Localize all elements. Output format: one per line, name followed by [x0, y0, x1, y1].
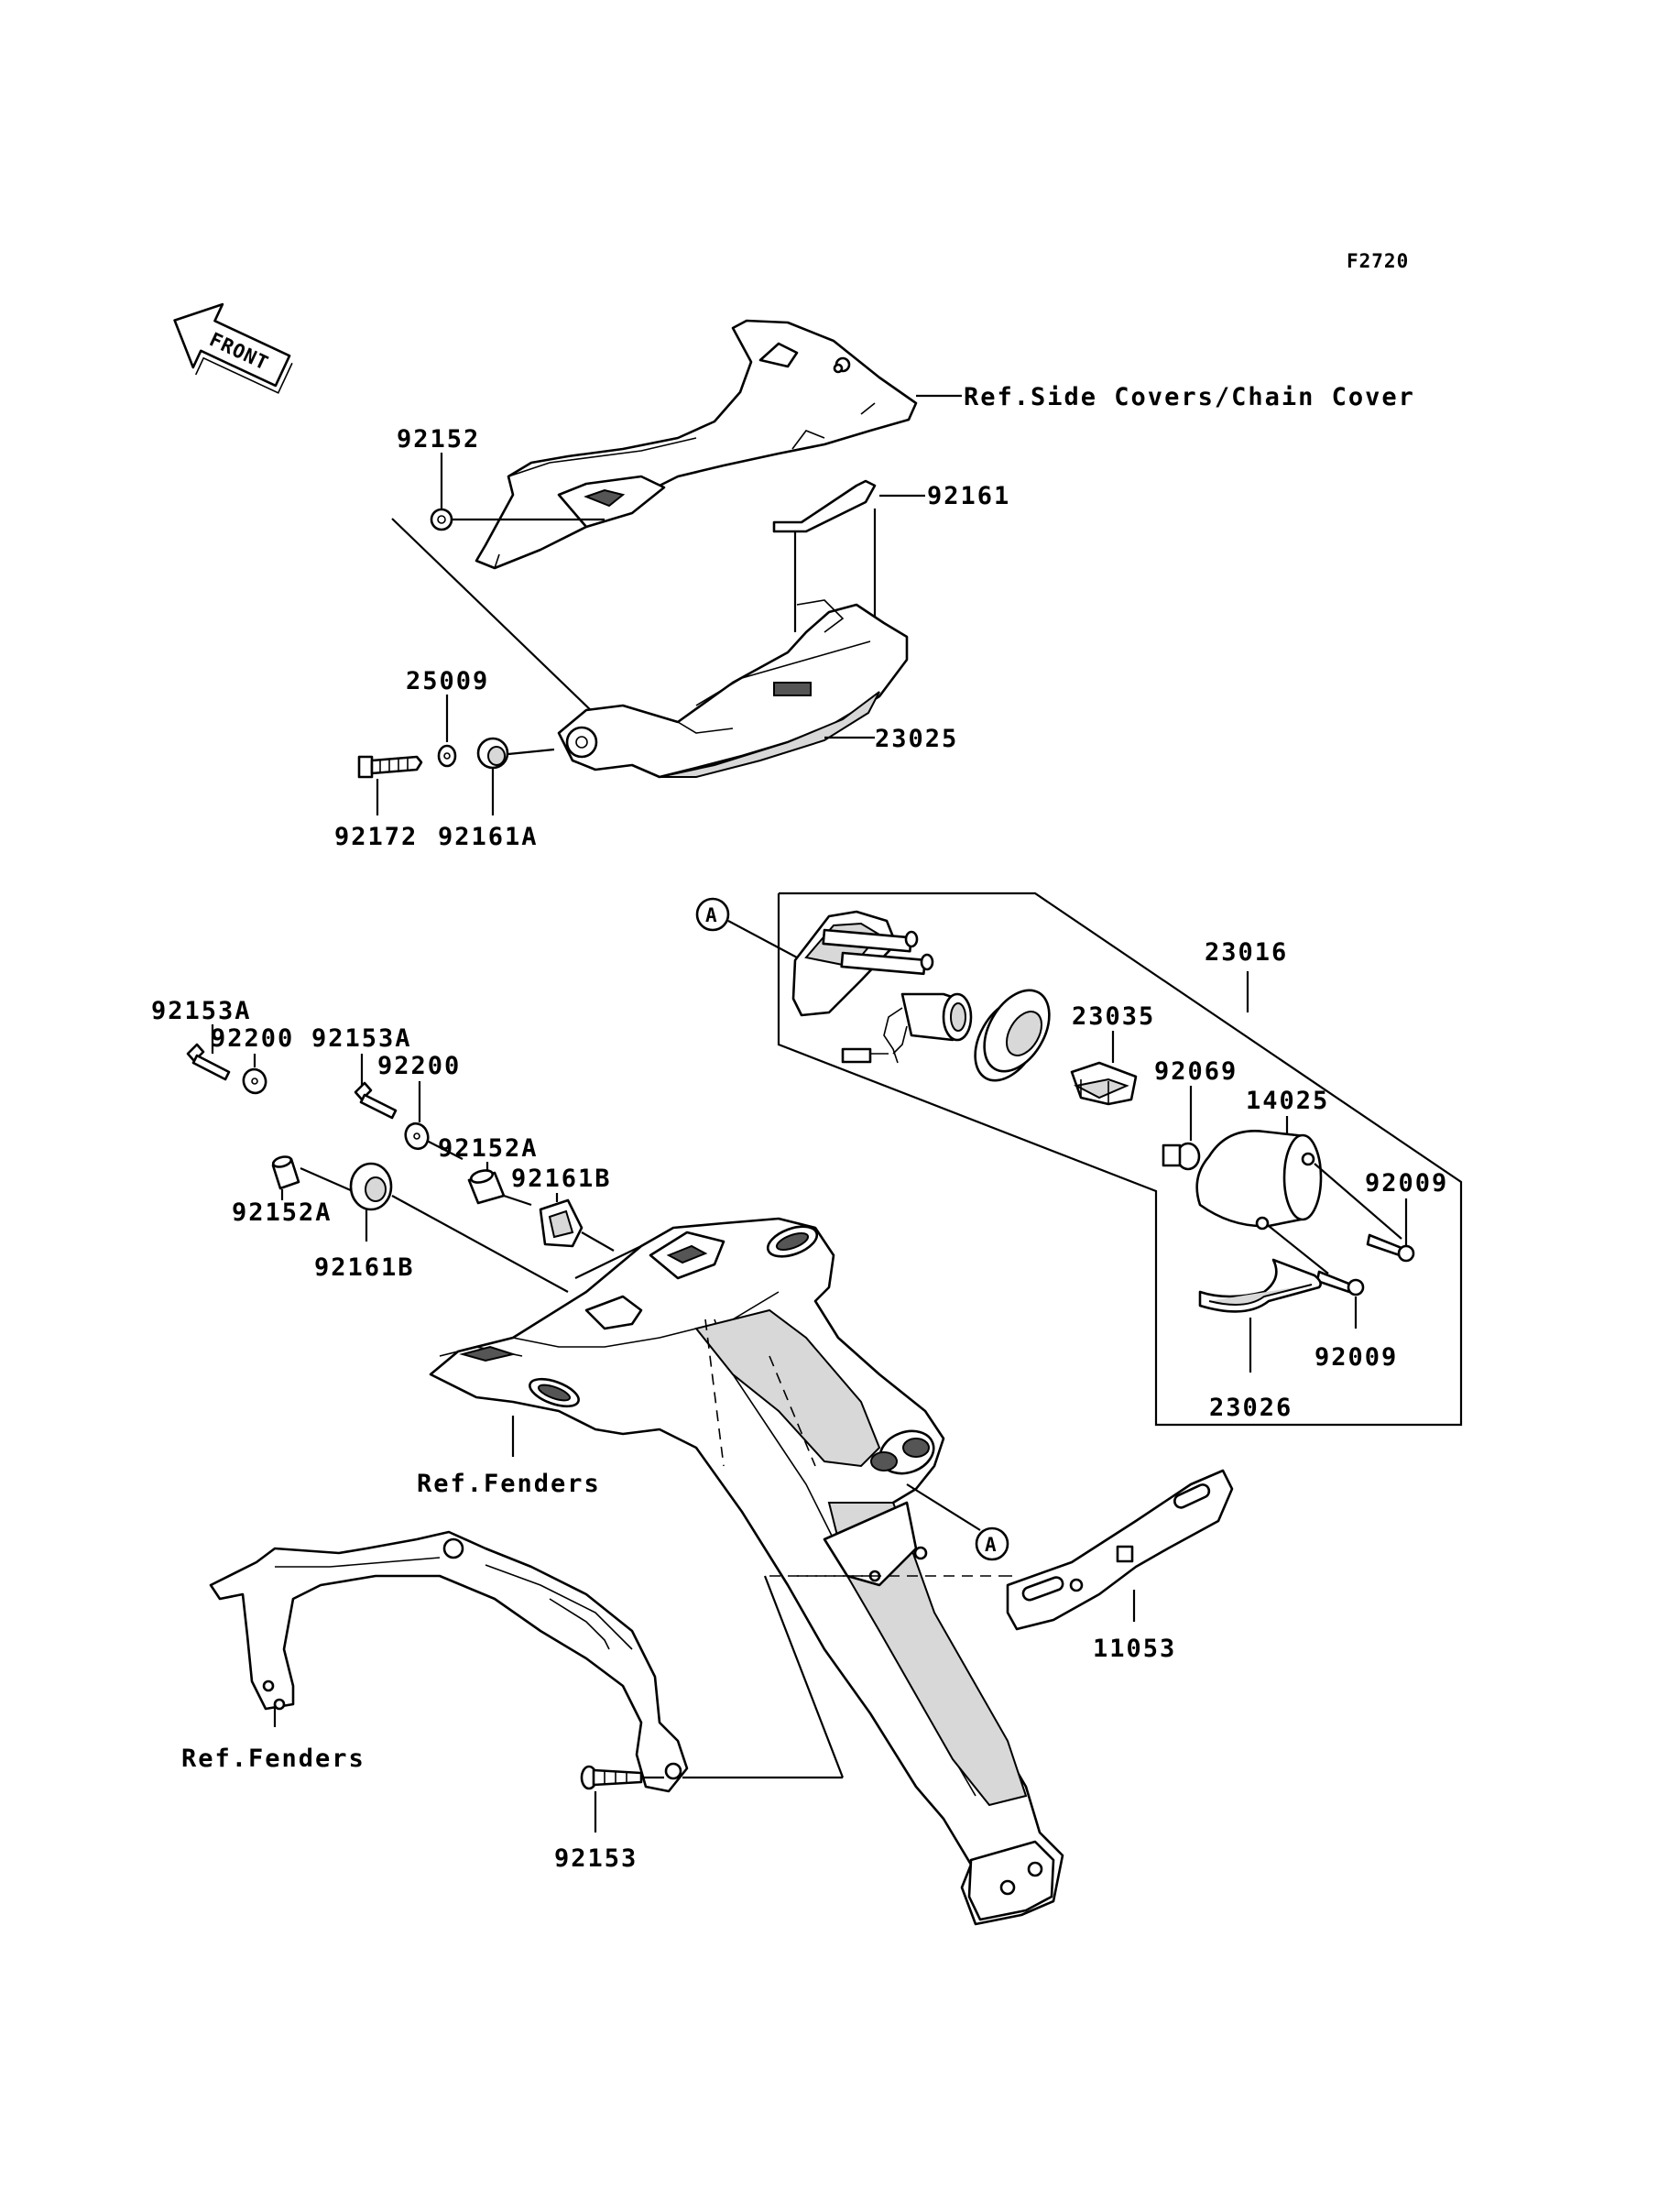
label-92172: 92172: [334, 823, 418, 851]
washer-92200-b: [404, 1121, 430, 1151]
svg-text:A: A: [985, 1534, 998, 1556]
washer-92200-a: [242, 1067, 267, 1095]
label-25009: 25009: [406, 667, 489, 695]
label-92152A-b: 92152A: [232, 1198, 333, 1227]
grommet-92152: [430, 508, 453, 531]
collar-92152A-a: [467, 1169, 506, 1205]
screw-92009-b: [1315, 1270, 1365, 1296]
grommet-92161B-a: [539, 1198, 584, 1248]
reflector-23026: [1198, 1258, 1322, 1313]
license-bracket-11053: [1006, 1469, 1234, 1631]
label-92161: 92161: [927, 482, 1010, 510]
label-92161B-a: 92161B: [511, 1165, 612, 1193]
bolt-92153: [580, 1765, 643, 1790]
svg-text:A: A: [705, 904, 718, 926]
lens-ring: [974, 989, 1051, 1082]
label-92161A: 92161A: [438, 823, 539, 851]
tail-light-housing-23025: [557, 599, 909, 779]
label-ref-fenders-b: Ref.Fenders: [181, 1745, 365, 1773]
washer-25009: [437, 744, 457, 768]
label-92009-a: 92009: [1365, 1169, 1448, 1198]
front-arrow-icon: FRONT: [173, 302, 293, 394]
collar-92152A-b: [271, 1155, 300, 1190]
label-92153A-a: 92153A: [151, 997, 252, 1025]
bulb-92069: [1162, 1142, 1201, 1171]
rear-fender: [429, 1217, 1064, 1926]
grommet-92161B-b: [349, 1162, 393, 1211]
lens-14025: [1195, 1130, 1323, 1231]
rubber-strip-92161: [772, 479, 877, 533]
bolt-92153A-b: [354, 1081, 398, 1120]
label-92152A-a: 92152A: [438, 1134, 539, 1163]
ref-circle-a-upper: A: [695, 897, 730, 932]
label-ref-side-covers: Ref.Side Covers/Chain Cover: [964, 383, 1415, 411]
ref-circle-a-lower: A: [975, 1526, 1009, 1561]
label-92069: 92069: [1154, 1057, 1238, 1086]
label-92009-b: 92009: [1315, 1343, 1398, 1372]
label-92153A-b: 92153A: [311, 1024, 412, 1053]
label-11053: 11053: [1093, 1635, 1176, 1663]
label-23016: 23016: [1205, 938, 1288, 967]
lamp-base: [791, 910, 934, 1017]
label-92200-b: 92200: [377, 1052, 461, 1080]
label-92152: 92152: [397, 425, 480, 454]
seat-cowl-cover: [475, 319, 918, 570]
screw-92009-a: [1366, 1233, 1415, 1263]
label-92161B-b: 92161B: [314, 1253, 415, 1282]
label-14025: 14025: [1246, 1087, 1329, 1115]
fender-stay: [209, 1530, 689, 1793]
label-92153: 92153: [554, 1844, 638, 1873]
bolt-92153A-a: [186, 1043, 231, 1081]
label-23026: 23026: [1209, 1394, 1293, 1422]
bulb-socket: [841, 992, 973, 1064]
label-ref-fenders-a: Ref.Fenders: [417, 1470, 601, 1498]
bolt-92172: [357, 755, 423, 779]
label-23025: 23025: [875, 725, 958, 753]
label-23035: 23035: [1072, 1002, 1155, 1031]
clip-23035: [1070, 1061, 1138, 1106]
label-92200-a: 92200: [211, 1024, 294, 1053]
figure-code: F2720: [1347, 250, 1409, 272]
collar-92161A: [476, 737, 509, 770]
